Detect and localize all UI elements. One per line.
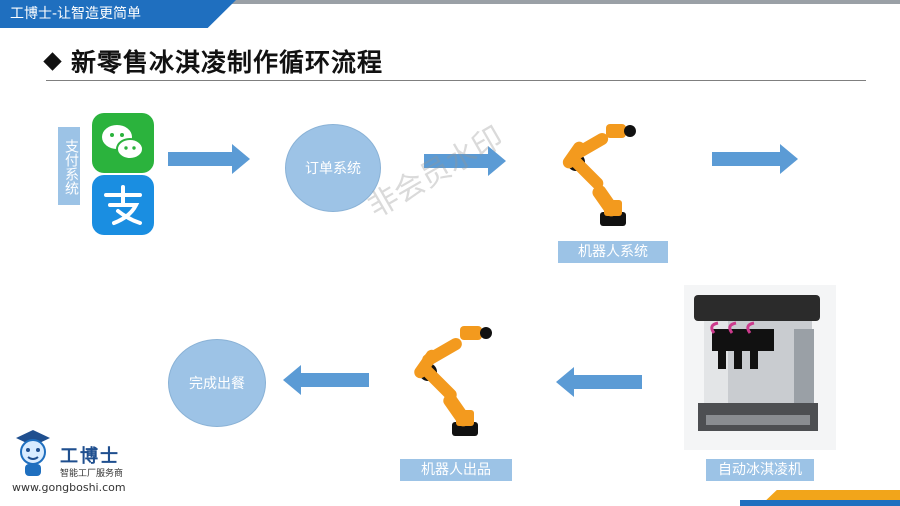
payment-system-label: 支付系统 xyxy=(58,127,80,205)
flow-arrow-right-1 xyxy=(168,144,250,174)
slide-title: 新零售冰淇凌制作循环流程 xyxy=(71,43,383,79)
complete-order-node: 完成出餐 xyxy=(168,339,266,427)
robot-arm-image xyxy=(550,120,650,230)
footer-accent-line xyxy=(740,500,900,506)
complete-order-label: 完成出餐 xyxy=(189,373,245,393)
robot-system-label: 机器人系统 xyxy=(558,241,668,263)
robot-arm-output-image xyxy=(402,322,502,440)
logo-url: www.gongboshi.com xyxy=(12,481,126,494)
wechat-icon xyxy=(92,113,154,173)
logo-name: 工博士 xyxy=(60,442,120,468)
ice-cream-machine-label: 自动冰淇凌机 xyxy=(706,459,814,481)
ice-cream-machine-image xyxy=(684,285,836,450)
diamond-bullet-icon xyxy=(43,52,61,70)
order-system-label: 订单系统 xyxy=(305,158,361,178)
alipay-icon xyxy=(92,175,154,235)
flow-arrow-left-1 xyxy=(556,367,642,397)
slide-title-row: 新零售冰淇凌制作循环流程 xyxy=(46,44,383,78)
flow-arrow-left-2 xyxy=(283,365,369,395)
brand-slogan: 工博士-让智造更简单 xyxy=(10,5,141,23)
logo-tagline: 智能工厂服务商 xyxy=(60,466,123,479)
mascot-logo-icon xyxy=(10,428,56,480)
robot-output-label: 机器人出品 xyxy=(400,459,512,481)
flow-arrow-right-3 xyxy=(712,144,798,174)
title-divider xyxy=(46,80,866,81)
